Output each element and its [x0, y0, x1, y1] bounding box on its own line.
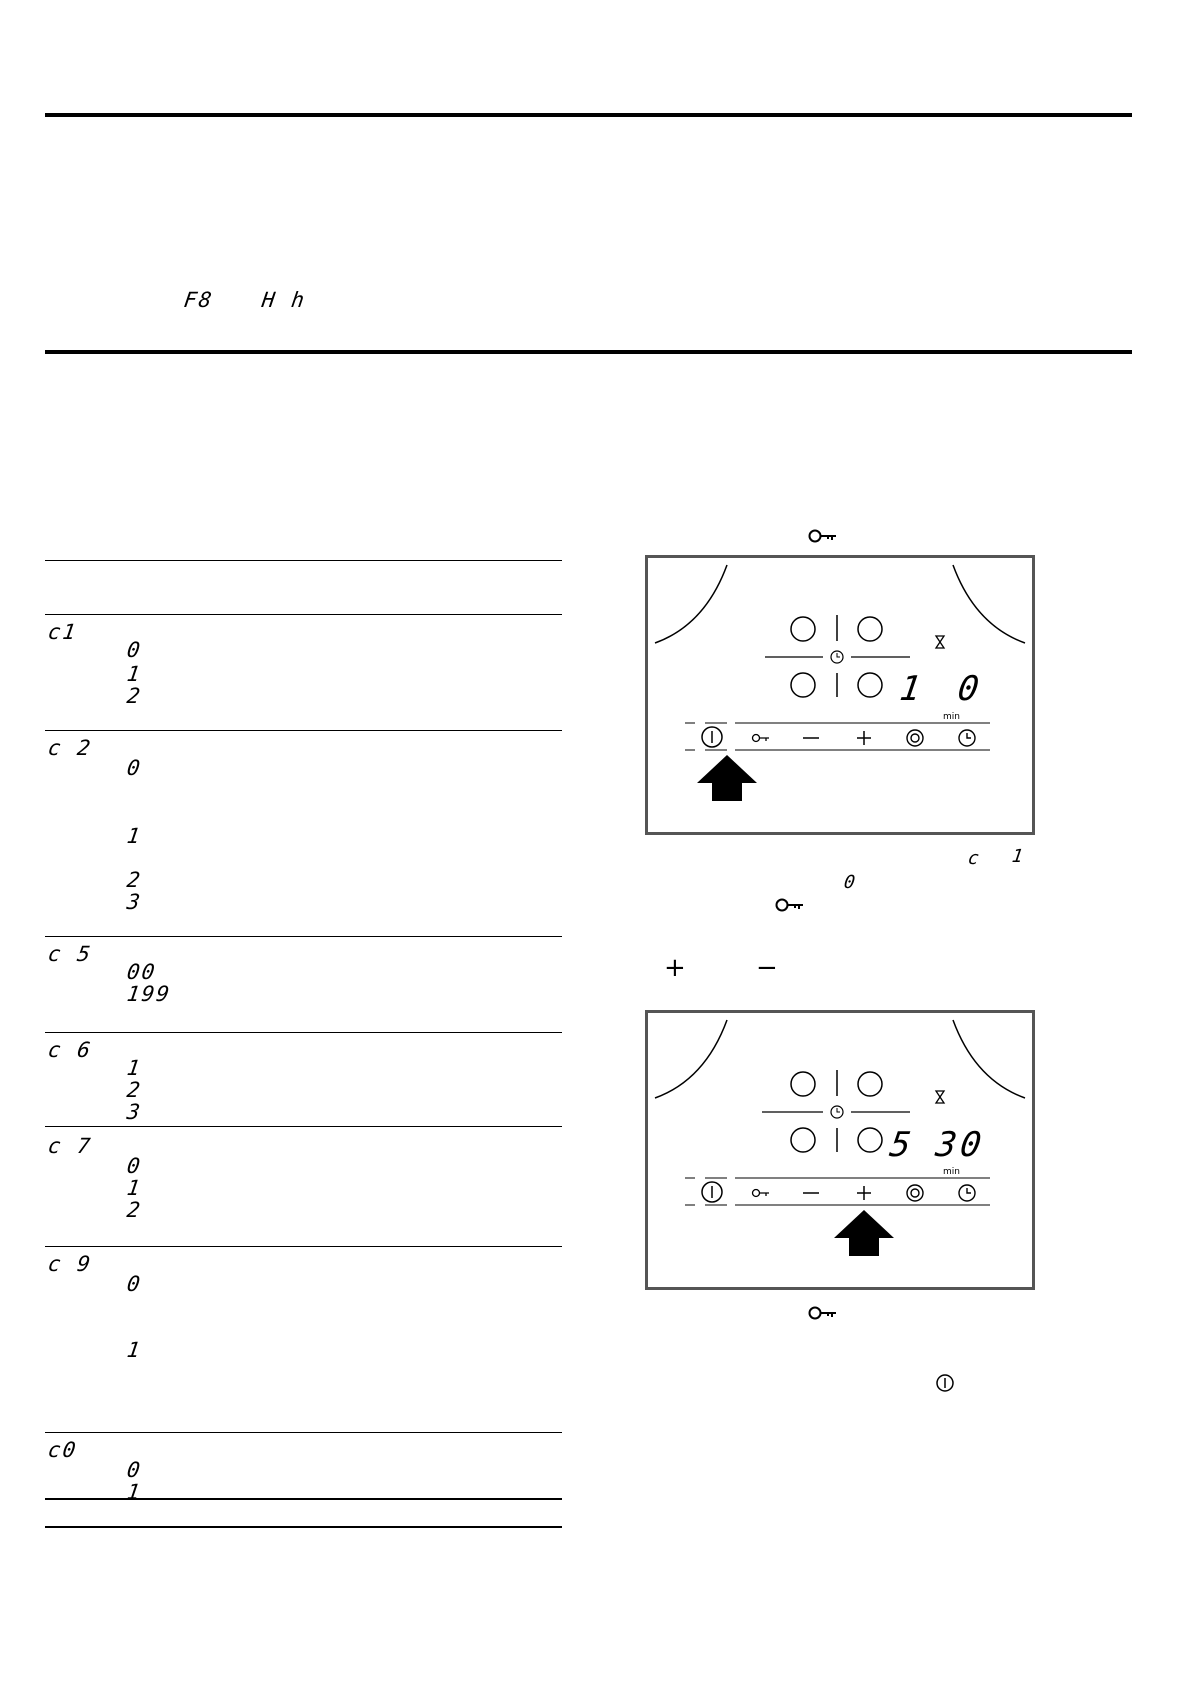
- hob-zone-arc-left: [654, 564, 728, 644]
- timer-button[interactable]: [958, 729, 976, 747]
- plus-symbol: +: [664, 953, 686, 983]
- table-top-line: [45, 560, 562, 561]
- key-icon: [808, 529, 836, 543]
- setting-option-value: 3: [125, 1100, 144, 1124]
- plus-button[interactable]: [857, 1186, 871, 1200]
- table-divider: [45, 1432, 562, 1433]
- table-divider: [45, 1032, 562, 1033]
- arrow-up-indicator: [697, 755, 757, 801]
- setting-code: c 9: [46, 1252, 94, 1276]
- panel2-display-left: 5: [887, 1125, 918, 1165]
- setting-option-value: 00: [125, 960, 159, 984]
- plus-button[interactable]: [857, 731, 871, 745]
- step-code-c: c: [966, 848, 983, 869]
- section-rule: [45, 350, 1132, 354]
- zone-circle-tl: [790, 1071, 816, 1097]
- key-icon: [808, 1306, 836, 1320]
- setting-option-value: 2: [125, 684, 144, 708]
- setting-option-value: 2: [125, 1198, 144, 1222]
- power-button[interactable]: [701, 726, 723, 748]
- hob-zone-arc-left: [654, 1019, 728, 1099]
- step-code-1: 1: [1010, 846, 1027, 867]
- timer-small-icon: [830, 1105, 844, 1119]
- setting-option-value: 1: [125, 1338, 144, 1362]
- arrow-up-indicator: [834, 1210, 894, 1256]
- timer-button[interactable]: [958, 1184, 976, 1202]
- key-icon: [775, 898, 803, 912]
- zone-circle-tr: [857, 616, 883, 642]
- zone-circle-tr: [857, 1071, 883, 1097]
- timer-small-icon: [830, 650, 844, 664]
- setting-code: c 5: [46, 942, 94, 966]
- hourglass-icon: [934, 1090, 946, 1104]
- power-icon: [936, 1374, 954, 1392]
- hob-zone-arc-right: [952, 564, 1026, 644]
- panel1-unit: min: [943, 712, 960, 722]
- setting-option-value: 0: [125, 756, 144, 780]
- zone-circle-bl: [790, 672, 816, 698]
- hob-panel-1: min: [645, 555, 1035, 835]
- lock-key-button[interactable]: [751, 1188, 770, 1198]
- panel1-display-left: 1: [897, 669, 928, 709]
- setting-option-value: 1: [125, 662, 144, 686]
- table-end-line: [45, 1526, 562, 1528]
- zone-circle-tl: [790, 616, 816, 642]
- panel2-display-right: 30: [933, 1125, 988, 1165]
- setting-option-value: 0: [125, 638, 144, 662]
- hourglass-icon: [934, 635, 946, 649]
- lock-key-button[interactable]: [751, 733, 770, 743]
- power-button[interactable]: [701, 1181, 723, 1203]
- panel1-display-right: 0: [955, 669, 986, 709]
- setting-option-value: 0: [125, 1458, 144, 1482]
- setting-code: c 7: [46, 1134, 94, 1158]
- setting-option-value: 2: [125, 868, 144, 892]
- quick-select-button[interactable]: [906, 1184, 924, 1202]
- setting-option-value: 3: [125, 890, 144, 914]
- quick-select-button[interactable]: [906, 729, 924, 747]
- zone-circle-bl: [790, 1127, 816, 1153]
- table-divider: [45, 614, 562, 615]
- hob-panel-2: min: [645, 1010, 1035, 1290]
- setting-option-value: 2: [125, 1078, 144, 1102]
- step-value-0: 0: [842, 872, 859, 893]
- setting-option-value: 1: [125, 1176, 144, 1200]
- setting-code: c0: [46, 1438, 80, 1462]
- table-divider: [45, 730, 562, 731]
- setting-option-value: 0: [125, 1272, 144, 1296]
- code-residual-heat: H h: [260, 288, 308, 312]
- zone-circle-br: [857, 1127, 883, 1153]
- setting-option-value: 1: [125, 1056, 144, 1080]
- table-bottom-line: [45, 1498, 562, 1500]
- table-divider: [45, 1246, 562, 1247]
- code-fault: F8: [182, 288, 216, 312]
- setting-code: c 6: [46, 1038, 94, 1062]
- setting-option-value: 0: [125, 1154, 144, 1178]
- table-divider: [45, 1126, 562, 1127]
- panel2-unit: min: [943, 1167, 960, 1177]
- hob-zone-arc-right: [952, 1019, 1026, 1099]
- top-rule: [45, 113, 1132, 117]
- minus-symbol: −: [756, 953, 778, 983]
- setting-code: c 2: [46, 736, 94, 760]
- table-divider: [45, 936, 562, 937]
- setting-code: c1: [46, 620, 80, 644]
- setting-option-value: 199: [125, 982, 173, 1006]
- zone-circle-br: [857, 672, 883, 698]
- setting-option-value: 1: [125, 824, 144, 848]
